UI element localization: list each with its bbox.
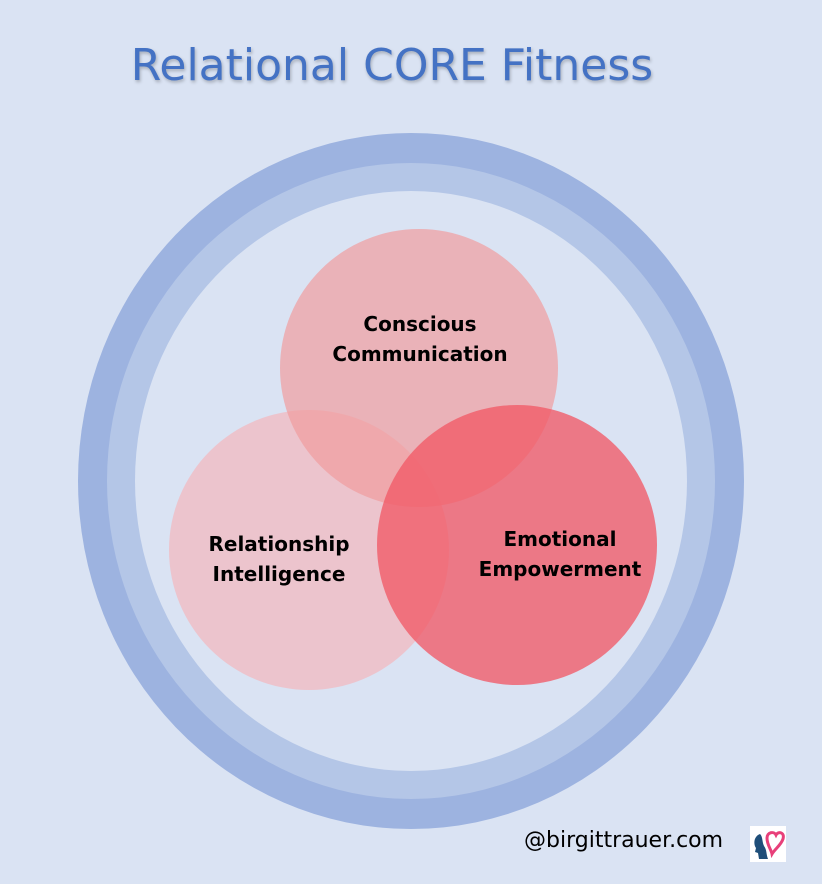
label-line: Communication bbox=[332, 342, 508, 366]
label-relationship-intelligence: Relationship Intelligence bbox=[159, 529, 399, 589]
label-line: Conscious bbox=[363, 312, 477, 336]
logo-icon bbox=[750, 826, 786, 862]
label-line: Relationship bbox=[208, 532, 350, 556]
label-conscious-communication: Conscious Communication bbox=[300, 309, 540, 369]
page-title: Relational CORE Fitness bbox=[130, 40, 654, 91]
credit-link[interactable]: @birgittrauer.com bbox=[524, 828, 724, 853]
label-line: Intelligence bbox=[212, 562, 346, 586]
label-line: Emotional bbox=[503, 527, 617, 551]
label-emotional-empowerment: Emotional Empowerment bbox=[440, 524, 680, 584]
circle-emotional-empowerment bbox=[377, 405, 657, 685]
label-line: Empowerment bbox=[478, 557, 642, 581]
